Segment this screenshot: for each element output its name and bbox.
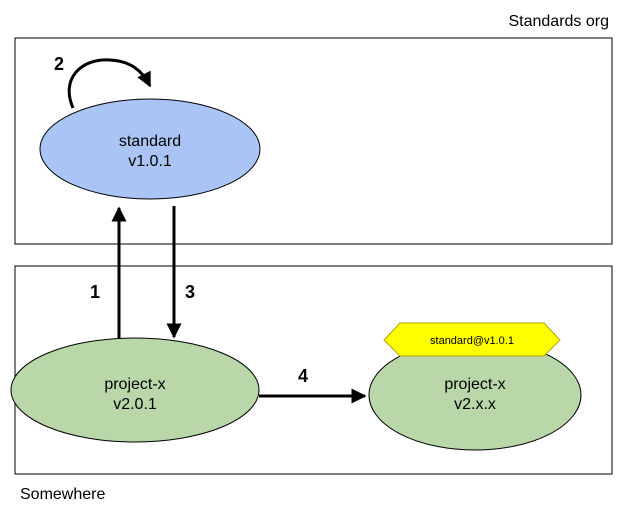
standard-node-version: v1.0.1 [128,153,172,170]
standard-version-tag [383,322,561,357]
standards-org-label: Standards org [508,13,609,30]
step-2-label: 2 [54,54,64,74]
step-4-label: 4 [298,366,308,386]
project-x-current-version: v2.0.1 [113,396,157,413]
somewhere-region [14,265,613,475]
step-1-label: 1 [90,282,100,302]
standards-org-region [14,37,613,245]
project-x-future-version: v2.x.x [454,396,496,413]
somewhere-label: Somewhere [20,486,105,503]
project-x-current-node [10,337,260,443]
standard-version-tag-label: standard@v1.0.1 [430,335,514,347]
standard-node [39,98,261,200]
project-x-current-name: project-x [104,376,165,393]
standard-node-name: standard [119,133,181,150]
step-3-label: 3 [185,282,195,302]
project-x-future-name: project-x [444,376,505,393]
self-loop-arrow [67,58,152,109]
